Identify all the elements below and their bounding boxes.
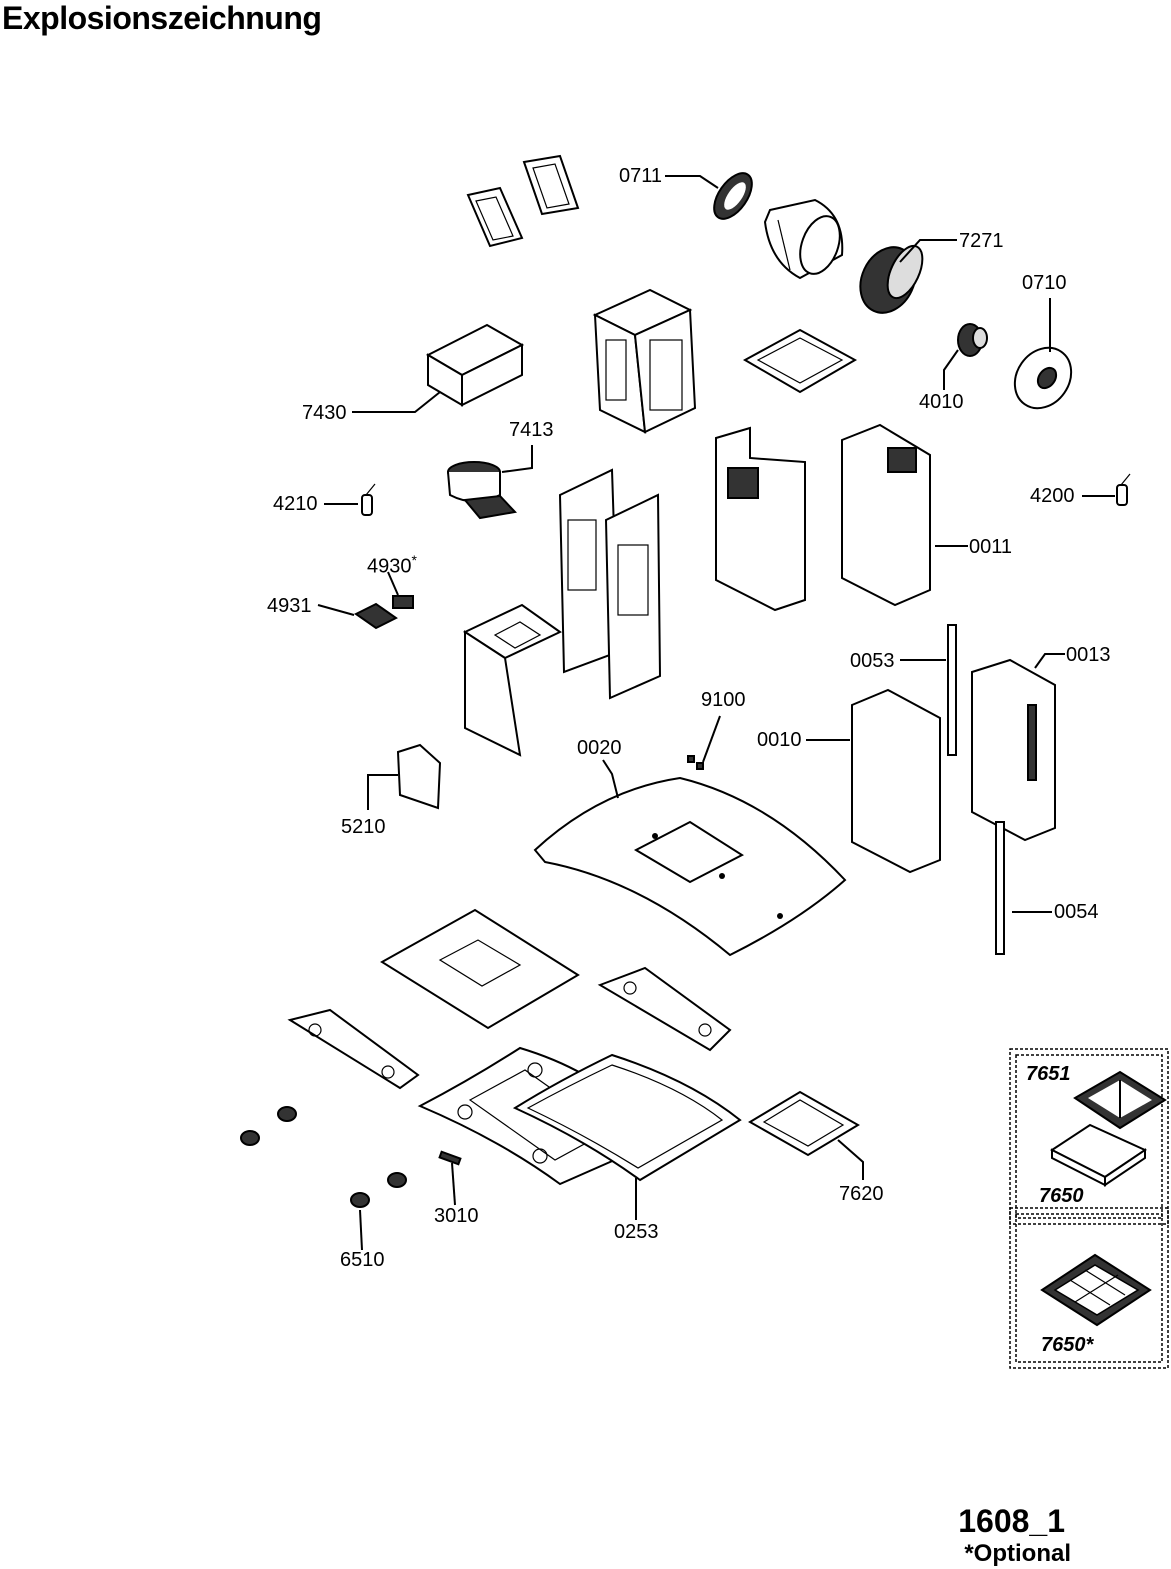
part-0253-glass[interactable] [512,1053,742,1182]
label-5210: 5210 [341,816,386,838]
page-title: Explosionszeichnung [2,0,322,36]
label-7651: 7651 [1026,1063,1071,1085]
label-9100: 9100 [701,689,746,711]
label-0054: 0054 [1054,901,1099,923]
part-0710-plate[interactable] [1003,337,1082,419]
part-7413-valve[interactable] [447,461,518,520]
part-7651-filter-frame[interactable] [1073,1070,1167,1130]
chimney-cover-front[interactable] [715,426,806,612]
part-7620-filter[interactable] [748,1090,860,1157]
part-7430-box[interactable] [425,323,525,407]
label-7413: 7413 [509,419,554,441]
lower-plate-large[interactable] [380,908,580,1030]
part-0711-ring[interactable] [707,167,760,226]
label-4931: 4931 [267,595,312,617]
label-7650-optional: 7650* [1041,1334,1094,1356]
part-4931[interactable] [354,602,398,630]
lower-bracket[interactable] [462,603,562,757]
label-4200: 4200 [1030,485,1075,507]
part-7650-filter[interactable] [1050,1123,1148,1187]
part-0054-strip[interactable] [995,821,1005,955]
tall-frame[interactable] [592,288,697,434]
label-4930: 4930* [367,552,417,578]
part-0013-cover[interactable] [971,658,1056,842]
label-4210: 4210 [273,493,318,515]
part-0010-cover[interactable] [851,688,941,874]
label-4010: 4010 [919,391,964,413]
label-7430: 7430 [302,402,347,424]
part-4200-capacitor[interactable] [1116,473,1131,506]
part-9100-screw[interactable] [687,755,704,770]
part-0053-strip[interactable] [947,624,957,756]
label-0253: 0253 [614,1221,659,1243]
fan-housing[interactable] [763,198,847,280]
part-7650-optional-filter[interactable] [1040,1253,1152,1327]
part-6510-knobs[interactable] [240,1106,407,1208]
part-5210-control-box[interactable] [396,743,442,810]
square-frame[interactable] [742,328,858,394]
label-7620: 7620 [839,1183,884,1205]
drawing-code: 1608_1 [958,1503,1065,1539]
part-3010-switch[interactable] [438,1150,462,1166]
leader-lines [317,175,1115,1251]
part-4010-motor[interactable] [957,323,988,357]
label-0011: 0011 [969,536,1013,558]
label-3010: 3010 [434,1205,479,1227]
part-0020-canopy[interactable] [533,776,847,957]
label-0053: 0053 [850,650,895,672]
lower-plate-right[interactable] [597,966,732,1052]
label-0711: 0711 [619,165,663,187]
frame-part-right[interactable] [522,154,580,216]
label-6510: 6510 [340,1249,385,1271]
optional-box-top [1009,1048,1169,1225]
optional-box-bottom [1009,1207,1169,1369]
label-0020: 0020 [577,737,622,759]
inner-panel-right[interactable] [604,493,662,700]
label-0010: 0010 [757,729,802,751]
part-4930[interactable] [392,595,414,609]
part-0011-chimney-cover[interactable] [841,423,931,607]
label-7271: 7271 [959,230,1004,252]
label-7650: 7650 [1039,1185,1084,1207]
part-4210-capacitor[interactable] [361,483,376,516]
part-7271-blower-wheel[interactable] [850,238,929,322]
label-0710: 0710 [1022,272,1067,294]
optional-note: *Optional [964,1540,1071,1567]
label-0013: 0013 [1066,644,1111,666]
frame-part-left[interactable] [466,186,524,248]
lower-plate-left[interactable] [287,1008,420,1090]
